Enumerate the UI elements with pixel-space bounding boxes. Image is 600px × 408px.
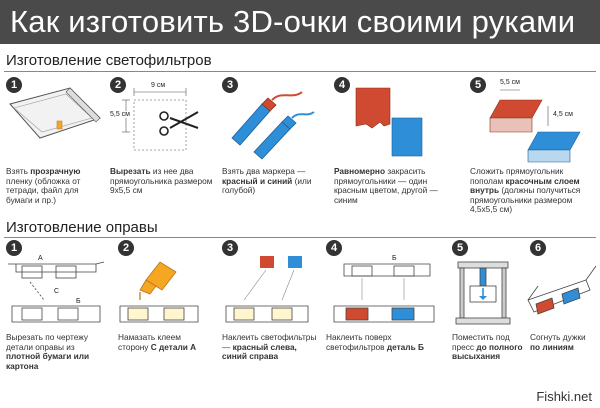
section-divider bbox=[4, 71, 596, 72]
blue-marker-icon bbox=[253, 115, 297, 160]
step-number: 3 bbox=[222, 77, 238, 93]
step-number: 6 bbox=[530, 240, 546, 256]
section-divider bbox=[4, 237, 596, 238]
step-caption: Поместить под пресс до полного высыхания bbox=[452, 332, 523, 361]
step-caption: Наклеить светофильтры — красный слева, с… bbox=[222, 332, 317, 361]
step-number: 2 bbox=[118, 240, 134, 256]
step-number: 4 bbox=[326, 240, 342, 256]
part-label-b: Б bbox=[392, 255, 397, 262]
step-number: 3 bbox=[222, 240, 238, 256]
step-caption: Сложить прямоугольник пополам красочным … bbox=[470, 166, 581, 214]
step-caption: Взять два маркера — красный и синий (или… bbox=[222, 166, 312, 195]
3d-glasses-icon bbox=[527, 265, 597, 315]
step-number: 5 bbox=[452, 240, 468, 256]
dimension-label: 5,5 см bbox=[110, 111, 130, 118]
step-caption: Намазать клеем сторону С детали А bbox=[118, 332, 197, 352]
scissors-icon bbox=[159, 111, 199, 136]
page-title: Как изготовить 3D-очки своими руками bbox=[10, 4, 576, 39]
section-title-filters: Изготовление светофильтров bbox=[6, 52, 212, 69]
part-label-b: Б bbox=[76, 298, 81, 305]
dimension-label: 4,5 см bbox=[553, 111, 573, 118]
glue-bottle-icon bbox=[139, 261, 177, 300]
step-number: 4 bbox=[334, 77, 350, 93]
dimension-label: 5,5 см bbox=[500, 79, 520, 86]
step-number: 5 bbox=[470, 77, 486, 93]
part-label-c: С bbox=[54, 288, 60, 295]
step-caption: Вырезать по чертежу детали оправы из пло… bbox=[6, 332, 90, 371]
part-label-a: А bbox=[38, 255, 43, 262]
watermark: Fishki.net bbox=[536, 389, 592, 404]
press-icon bbox=[455, 261, 511, 325]
step-caption: Согнуть дужки по линиям bbox=[530, 332, 586, 352]
step-number: 1 bbox=[6, 240, 22, 256]
step-caption: Взять прозрачную пленку (обложка от тетр… bbox=[6, 166, 81, 205]
title-banner: Как изготовить 3D-очки своими руками bbox=[0, 0, 600, 44]
step-number: 2 bbox=[110, 77, 126, 93]
step-number: 1 bbox=[6, 77, 22, 93]
step-caption: Равномерно закрасить прямоугольники — од… bbox=[334, 166, 438, 205]
red-marker-icon bbox=[231, 97, 277, 146]
step-caption: Наклеить поверх светофильтров деталь Б bbox=[326, 332, 424, 352]
dimension-label: 9 см bbox=[150, 82, 167, 89]
section-title-frame: Изготовление оправы bbox=[6, 219, 158, 236]
step-caption: Вырезать из нее два прямоугольника разме… bbox=[110, 166, 213, 195]
